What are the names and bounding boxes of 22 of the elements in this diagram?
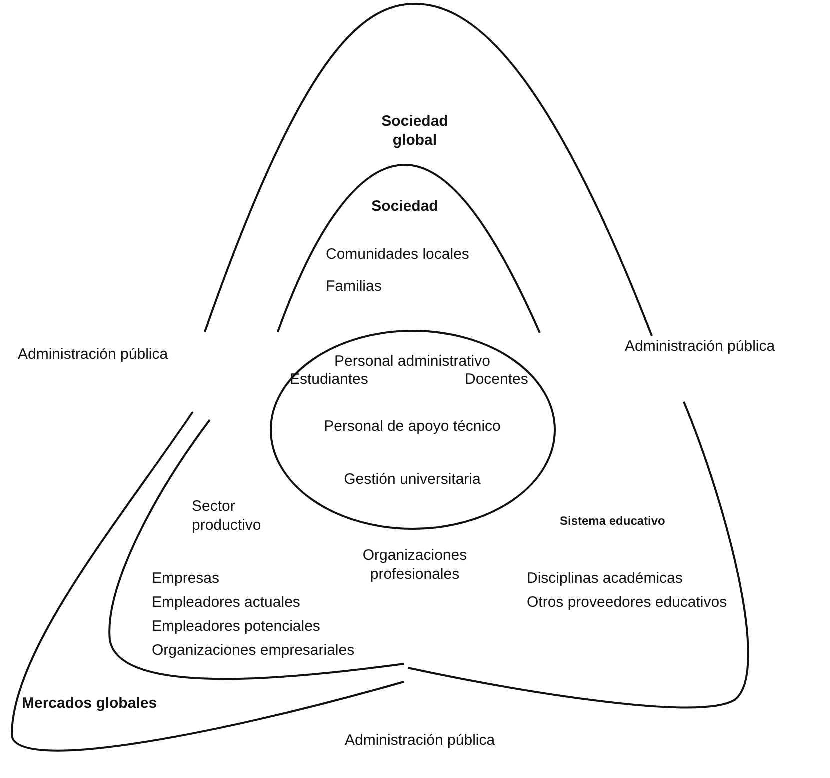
- stakeholder-label: Gestión universitaria: [343, 470, 482, 489]
- region-label: Administración pública: [345, 731, 496, 750]
- stakeholder-label: Organizaciones empresariales: [152, 641, 356, 660]
- stakeholder-label: Personal de apoyo técnico: [323, 417, 502, 436]
- stakeholder-label: Disciplinas académicas: [527, 569, 684, 588]
- stakeholder-label: Empleadores actuales: [152, 593, 302, 612]
- stakeholder-label: Docentes: [465, 370, 530, 389]
- region-title: Sociedad global: [380, 112, 450, 150]
- stakeholder-label: Personal administrativo: [334, 352, 492, 371]
- stakeholder-label: Familias: [326, 277, 383, 296]
- stakeholder-label: Estudiantes: [290, 370, 370, 389]
- stakeholder-label: Sector productivo: [192, 497, 262, 535]
- stakeholder-label: Otros proveedores educativos: [527, 593, 728, 612]
- region-label: Organizaciones profesionales: [362, 546, 468, 584]
- stakeholder-label: Empleadores potenciales: [152, 617, 322, 636]
- region-label: Administración pública: [625, 337, 776, 356]
- region-label: Administración pública: [18, 345, 170, 364]
- stakeholder-label: Empresas: [152, 569, 221, 588]
- region-title: Sociedad: [370, 197, 440, 216]
- region-title: Sistema educativo: [560, 513, 666, 530]
- region-title: Mercados globales: [22, 694, 158, 713]
- stakeholder-label: Comunidades locales: [326, 245, 470, 264]
